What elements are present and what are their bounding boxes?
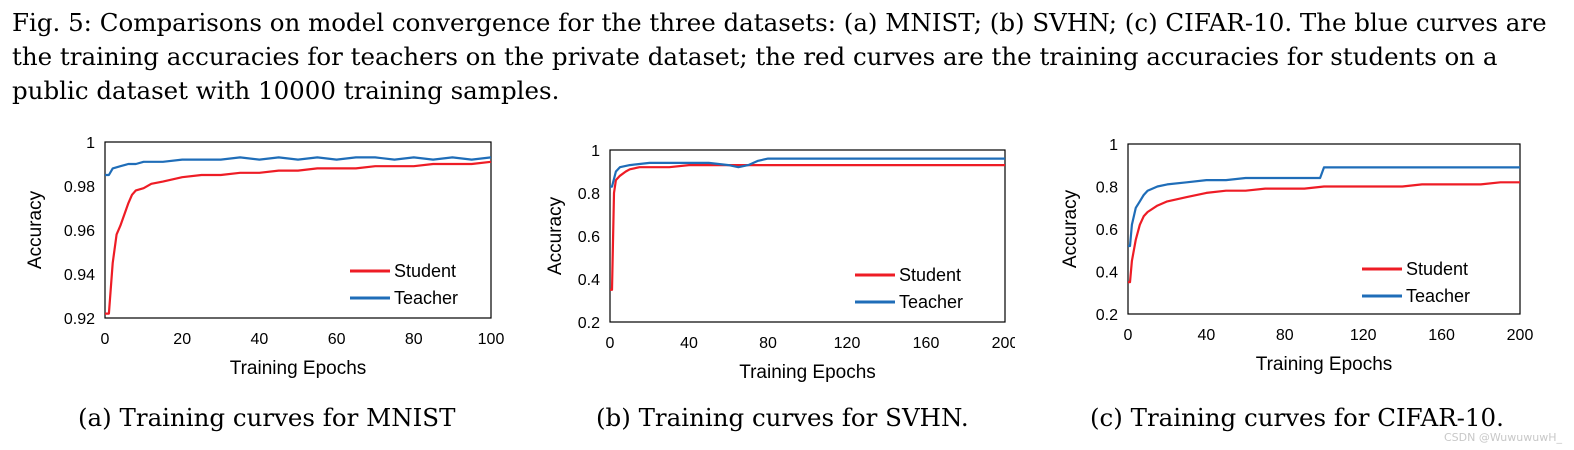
y-tick-label: 0.6 xyxy=(578,229,600,246)
legend-label-student: Student xyxy=(1406,259,1468,279)
x-tick-label: 40 xyxy=(680,335,698,352)
y-tick-label: 0.8 xyxy=(578,186,600,203)
x-tick-label: 80 xyxy=(405,331,423,348)
y-tick-label: 1 xyxy=(1109,137,1118,154)
y-tick-label: 0.8 xyxy=(1096,180,1118,197)
legend-label-student: Student xyxy=(899,265,961,285)
series-line-teacher xyxy=(610,157,1005,188)
series-line-student xyxy=(610,163,1005,291)
x-axis-label: Training Epochs xyxy=(1256,354,1393,375)
x-tick-label: 80 xyxy=(759,335,777,352)
subcaption-cifar10: (c) Training curves for CIFAR-10. xyxy=(1090,403,1504,432)
x-tick-label: 100 xyxy=(478,331,505,348)
figure-caption: Fig. 5: Comparisons on model convergence… xyxy=(12,8,1547,105)
legend-label-student: Student xyxy=(394,261,456,281)
x-tick-label: 40 xyxy=(1198,327,1216,344)
legend-label-teacher: Teacher xyxy=(1406,286,1470,306)
y-tick-label: 0.2 xyxy=(1096,307,1118,324)
x-tick-label: 120 xyxy=(1350,327,1377,344)
y-axis-label: Accuracy xyxy=(25,190,46,269)
plot-frame xyxy=(609,149,1006,323)
plot-frame xyxy=(104,141,492,319)
watermark: CSDN @WuwuwuwH_ xyxy=(1443,431,1562,444)
y-axis-label: Accuracy xyxy=(1060,189,1081,268)
y-tick-label: 1 xyxy=(86,135,95,152)
y-tick-label: 0.2 xyxy=(578,315,600,332)
x-tick-label: 40 xyxy=(251,331,269,348)
y-tick-label: 1 xyxy=(591,143,600,160)
series-line-teacher xyxy=(105,156,492,177)
x-tick-label: 200 xyxy=(992,335,1015,352)
x-tick-label: 160 xyxy=(913,335,940,352)
x-tick-label: 200 xyxy=(1507,327,1534,344)
subcaption-mnist: (a) Training curves for MNIST xyxy=(78,403,456,432)
x-tick-label: 0 xyxy=(101,331,110,348)
y-tick-label: 0.96 xyxy=(64,223,95,240)
x-tick-label: 0 xyxy=(606,335,615,352)
y-axis-label: Accuracy xyxy=(545,196,566,275)
plot-frame xyxy=(1127,143,1521,315)
x-tick-label: 0 xyxy=(1124,327,1133,344)
x-tick-label: 160 xyxy=(1428,327,1455,344)
series-line-student xyxy=(105,160,492,315)
y-tick-label: 0.98 xyxy=(64,179,95,196)
x-axis-label: Training Epochs xyxy=(230,358,367,379)
y-tick-label: 0.4 xyxy=(1096,265,1118,282)
x-tick-label: 20 xyxy=(173,331,191,348)
series-line-student xyxy=(1128,181,1520,284)
x-axis-label: Training Epochs xyxy=(739,362,876,383)
x-tick-label: 80 xyxy=(1276,327,1294,344)
y-tick-label: 0.94 xyxy=(64,267,95,284)
y-tick-label: 0.6 xyxy=(1096,222,1118,239)
legend-label-teacher: Teacher xyxy=(899,292,963,312)
legend-label-teacher: Teacher xyxy=(394,288,458,308)
x-tick-label: 120 xyxy=(834,335,861,352)
series-line-teacher xyxy=(1128,166,1520,248)
y-tick-label: 0.92 xyxy=(64,311,95,328)
x-tick-label: 60 xyxy=(328,331,346,348)
subcaption-svhn: (b) Training curves for SVHN. xyxy=(596,403,969,432)
y-tick-label: 0.4 xyxy=(578,272,600,289)
